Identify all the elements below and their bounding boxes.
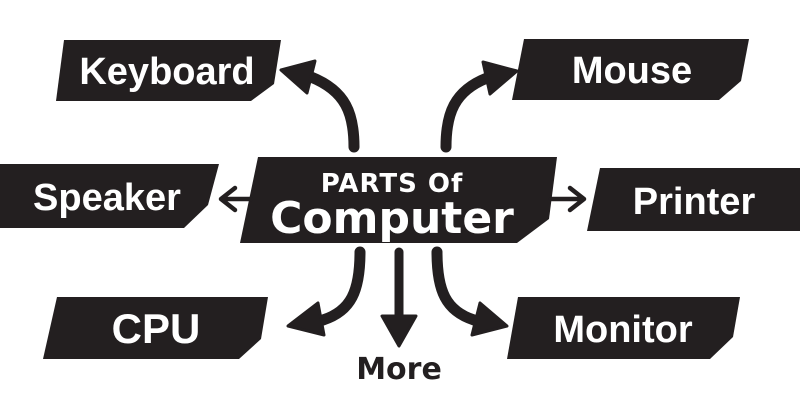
center-title-line2: Computer [270,193,514,244]
node-cpu-label: CPU [112,305,201,352]
node-speaker-box [0,164,219,228]
arrow-to-printer-icon [548,185,587,213]
arrow-to-cpu-icon [286,246,366,337]
node-printer-box [587,168,800,231]
arrow-to-monitor-icon [431,246,509,337]
center-node-box [240,157,557,243]
node-cpu-box [43,297,268,359]
center-title-line1: PARTS Of [321,169,464,199]
node-monitor-label: Monitor [553,309,693,351]
arrow-to-speaker-icon [218,185,254,213]
node-more-label: More [356,352,442,387]
node-printer-label: Printer [633,181,756,223]
arrow-to-more-icon [380,247,418,348]
node-keyboard-box [56,40,281,101]
node-speaker-label: Speaker [33,177,181,219]
node-keyboard-label: Keyboard [79,51,254,93]
arrow-to-keyboard-icon [279,59,360,153]
node-mouse-label: Mouse [572,50,692,92]
node-monitor-box [507,297,740,359]
arrow-to-mouse-icon [440,60,519,153]
node-mouse-box [512,39,749,100]
